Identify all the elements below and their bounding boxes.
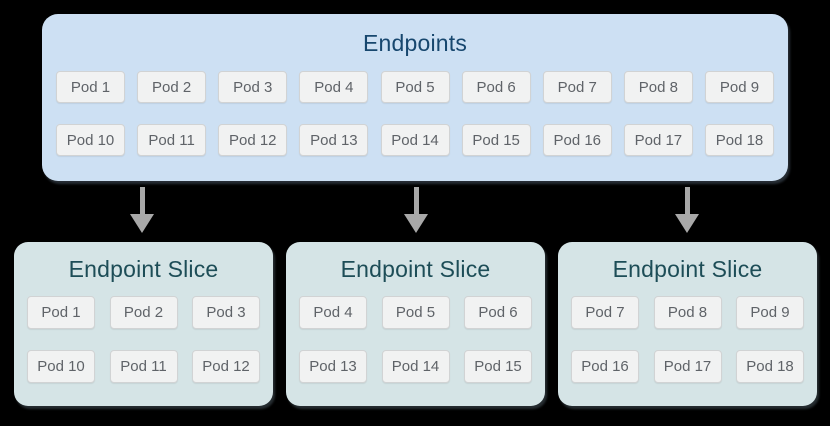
- arrow-head: [675, 214, 699, 233]
- pod-box: Pod 3: [218, 71, 288, 103]
- endpoints-pod-row-2: Pod 10 Pod 11 Pod 12 Pod 13 Pod 14 Pod 1…: [56, 124, 774, 156]
- pod-box: Pod 5: [381, 296, 450, 329]
- pod-box: Pod 9: [736, 296, 804, 329]
- down-arrow-icon: [404, 187, 428, 233]
- pod-box: Pod 1: [27, 296, 95, 329]
- pod-box: Pod 5: [380, 71, 450, 103]
- endpoint-slice-box-3: Endpoint Slice Pod 7 Pod 8 Pod 9 Pod 16 …: [558, 242, 817, 406]
- arrow-head: [130, 214, 154, 233]
- pod-box: Pod 3: [192, 296, 260, 329]
- slice-pod-row-2: Pod 16 Pod 17 Pod 18: [571, 350, 804, 383]
- pod-box: Pod 11: [109, 350, 178, 383]
- pod-box: Pod 9: [705, 71, 774, 103]
- endpoint-slice-box-1: Endpoint Slice Pod 1 Pod 2 Pod 3 Pod 10 …: [14, 242, 273, 406]
- slice-pod-row-1: Pod 1 Pod 2 Pod 3: [27, 296, 260, 329]
- pod-box: Pod 14: [381, 350, 450, 383]
- arrow-stem: [139, 187, 145, 215]
- pod-box: Pod 13: [299, 350, 367, 383]
- pod-box: Pod 8: [623, 71, 693, 103]
- slice-pod-row-2: Pod 10 Pod 11 Pod 12: [27, 350, 260, 383]
- pod-box: Pod 18: [705, 124, 774, 156]
- endpoint-slice-title: Endpoint Slice: [612, 256, 763, 282]
- pod-box: Pod 18: [736, 350, 804, 383]
- pod-box: Pod 17: [653, 350, 722, 383]
- down-arrow-icon: [130, 187, 154, 233]
- pod-box: Pod 7: [542, 71, 612, 103]
- down-arrow-icon: [675, 187, 699, 233]
- slice-pod-row-2: Pod 13 Pod 14 Pod 15: [299, 350, 532, 383]
- endpoint-slice-title: Endpoint Slice: [340, 256, 491, 282]
- pod-box: Pod 13: [299, 124, 369, 156]
- endpoints-pod-row-1: Pod 1 Pod 2 Pod 3 Pod 4 Pod 5 Pod 6 Pod …: [56, 71, 774, 103]
- pod-box: Pod 6: [461, 71, 531, 103]
- pod-box: Pod 1: [56, 71, 125, 103]
- pod-box: Pod 8: [653, 296, 722, 329]
- pod-box: Pod 2: [137, 71, 207, 103]
- pod-box: Pod 4: [299, 296, 367, 329]
- endpoints-box: Endpoints Pod 1 Pod 2 Pod 3 Pod 4 Pod 5 …: [42, 14, 788, 181]
- endpoint-slice-box-2: Endpoint Slice Pod 4 Pod 5 Pod 6 Pod 13 …: [286, 242, 545, 406]
- arrow-head: [404, 214, 428, 233]
- pod-box: Pod 12: [218, 124, 288, 156]
- arrow-stem: [684, 187, 690, 215]
- pod-box: Pod 15: [461, 124, 531, 156]
- pod-box: Pod 6: [464, 296, 532, 329]
- pod-box: Pod 11: [137, 124, 207, 156]
- pod-box: Pod 4: [299, 71, 369, 103]
- pod-box: Pod 14: [380, 124, 450, 156]
- pod-box: Pod 15: [464, 350, 532, 383]
- pod-box: Pod 7: [571, 296, 639, 329]
- endpoint-slice-title: Endpoint Slice: [68, 256, 219, 282]
- endpoints-title: Endpoints: [362, 30, 468, 56]
- pod-box: Pod 17: [623, 124, 693, 156]
- pod-box: Pod 2: [109, 296, 178, 329]
- pod-box: Pod 16: [571, 350, 639, 383]
- slice-pod-row-1: Pod 4 Pod 5 Pod 6: [299, 296, 532, 329]
- pod-box: Pod 16: [542, 124, 612, 156]
- arrow-stem: [413, 187, 419, 215]
- slice-pod-row-1: Pod 7 Pod 8 Pod 9: [571, 296, 804, 329]
- pod-box: Pod 10: [56, 124, 125, 156]
- pod-box: Pod 10: [27, 350, 95, 383]
- pod-box: Pod 12: [192, 350, 260, 383]
